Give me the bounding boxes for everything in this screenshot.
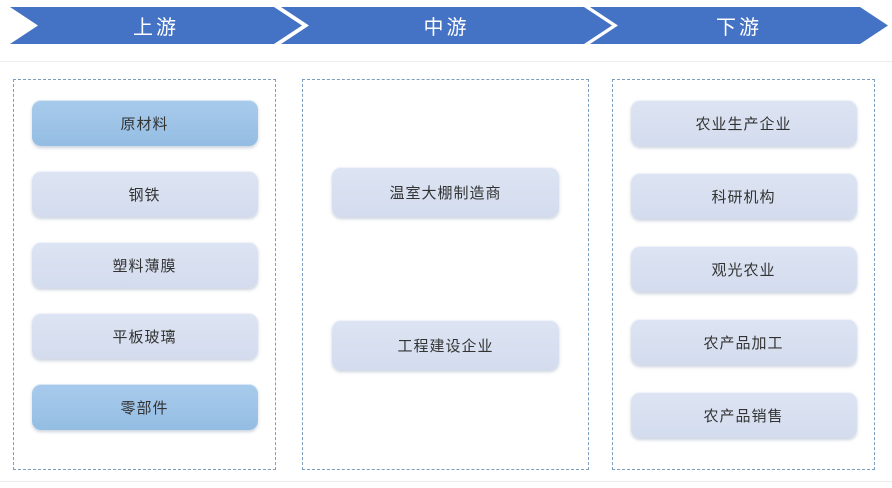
chevron-downstream-label: 下游 [716, 17, 762, 39]
chevron-downstream: 下游 [590, 7, 888, 44]
midstream-column: 温室大棚制造商 工程建设企业 [302, 79, 589, 470]
node-agri-product-sales: 农产品销售 [630, 392, 857, 438]
bottom-divider-line [0, 481, 892, 482]
node-steel: 钢铁 [31, 171, 258, 217]
node-construction-enterprise: 工程建设企业 [332, 320, 559, 370]
node-greenhouse-manufacturer: 温室大棚制造商 [332, 167, 559, 217]
node-raw-materials: 原材料 [31, 100, 258, 146]
node-components: 零部件 [31, 384, 258, 430]
node-research-institutions: 科研机构 [630, 173, 857, 219]
downstream-column: 农业生产企业 科研机构 观光农业 农产品加工 农产品销售 [612, 79, 875, 470]
top-divider-line [0, 61, 892, 62]
chevron-midstream-label: 中游 [423, 17, 470, 39]
chevron-upstream: 上游 [10, 7, 302, 44]
chevron-upstream-label: 上游 [133, 17, 179, 39]
upstream-column: 原材料 钢铁 塑料薄膜 平板玻璃 零部件 [13, 79, 276, 470]
node-flat-glass: 平板玻璃 [31, 313, 258, 359]
node-sightseeing-agriculture: 观光农业 [630, 246, 857, 292]
node-agricultural-producers: 农业生产企业 [630, 100, 857, 146]
node-plastic-film: 塑料薄膜 [31, 242, 258, 288]
chevron-midstream: 中游 [281, 7, 612, 44]
node-agri-product-processing: 农产品加工 [630, 319, 857, 365]
